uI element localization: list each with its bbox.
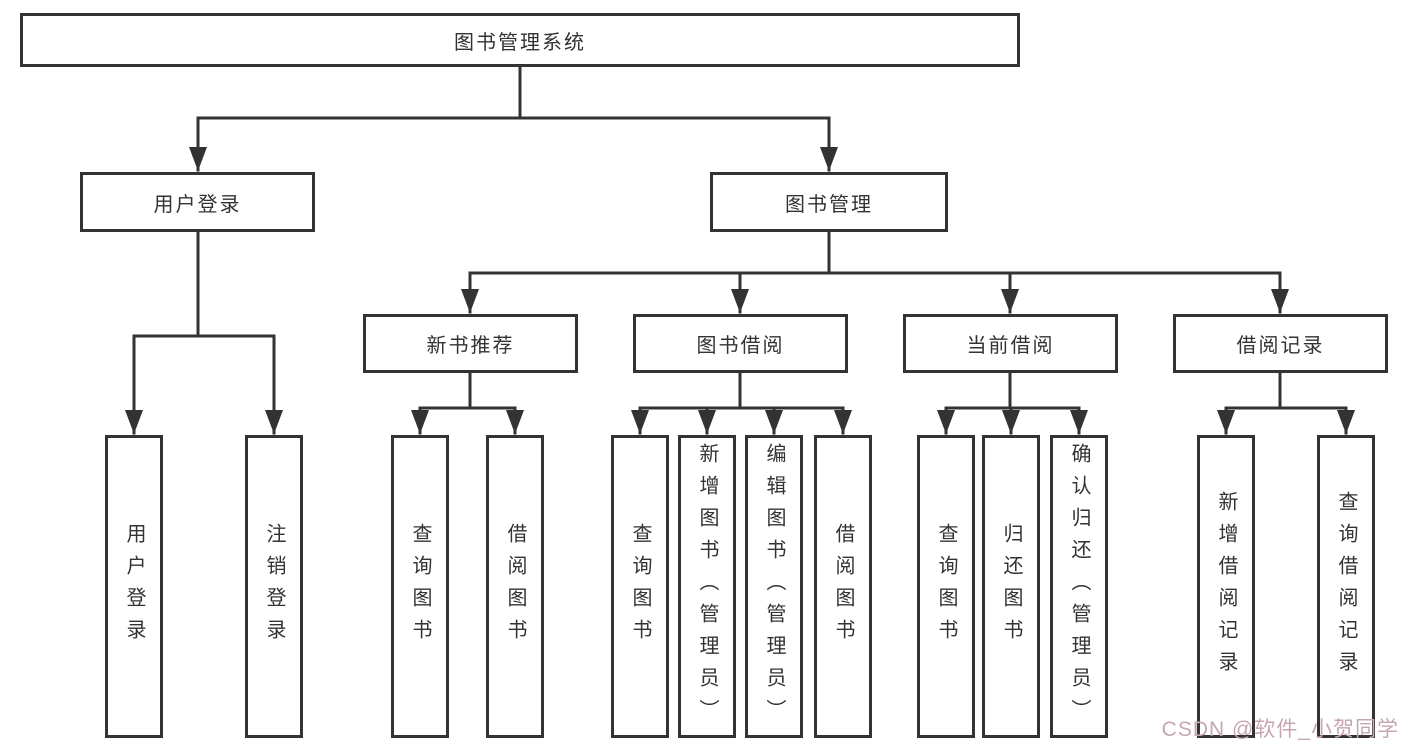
edges-book-borrow-children <box>631 370 852 435</box>
node-leaf-br-add-record: 新增借阅记录 <box>1197 435 1255 738</box>
edges-root-to-level2 <box>189 64 838 172</box>
node-root: 图书管理系统 <box>20 13 1020 67</box>
node-user-login: 用户登录 <box>80 172 315 232</box>
node-leaf-bb-edit-books-admin: 编辑图书（管理员） <box>745 435 803 738</box>
node-book-borrow: 图书借阅 <box>633 314 848 373</box>
node-book-management: 图书管理 <box>710 172 948 232</box>
node-leaf-user-login: 用户登录 <box>105 435 163 738</box>
node-leaf-logout: 注销登录 <box>245 435 303 738</box>
node-leaf-br-query-record: 查询借阅记录 <box>1317 435 1375 738</box>
node-borrow-records: 借阅记录 <box>1173 314 1388 373</box>
edges-current-borrow-children <box>937 370 1088 435</box>
node-leaf-bb-borrow-books: 借阅图书 <box>814 435 872 738</box>
edges-new-book-rec-children <box>411 370 524 435</box>
node-leaf-rec-borrow-books: 借阅图书 <box>486 435 544 738</box>
node-leaf-bb-add-books-admin: 新增图书（管理员） <box>678 435 736 738</box>
node-leaf-cb-confirm-return-admin: 确认归还（管理员） <box>1050 435 1108 738</box>
edges-book-mgmt-children <box>461 229 1289 314</box>
edges-borrow-record-children <box>1217 370 1355 435</box>
node-new-book-recommend: 新书推荐 <box>363 314 578 373</box>
node-current-borrow: 当前借阅 <box>903 314 1118 373</box>
node-leaf-bb-query-books: 查询图书 <box>611 435 669 738</box>
node-leaf-rec-query-books: 查询图书 <box>391 435 449 738</box>
node-leaf-cb-query-books: 查询图书 <box>917 435 975 738</box>
node-leaf-cb-return-books: 归还图书 <box>982 435 1040 738</box>
edges-user-login-children <box>125 229 283 435</box>
